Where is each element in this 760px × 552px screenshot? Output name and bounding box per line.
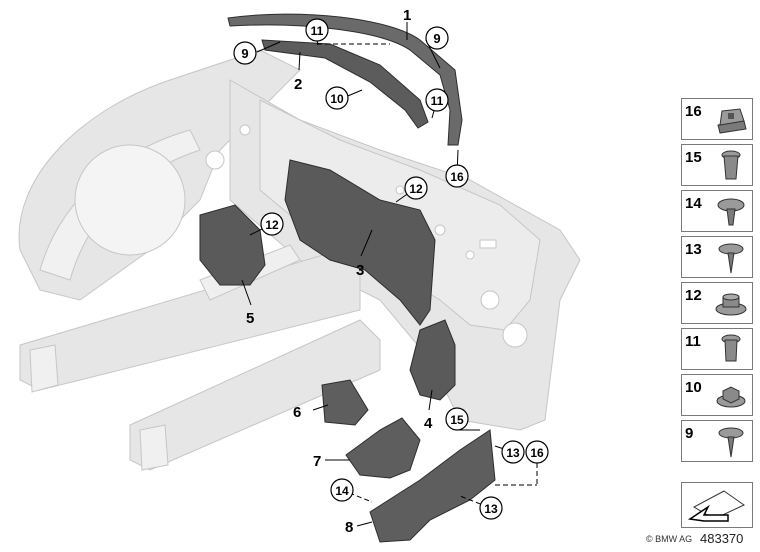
legend-number: 16 [685,103,702,120]
legend-item-12: 12 [681,282,753,324]
part-2-seal [261,39,429,129]
part-4-insulation [409,319,456,401]
callout-11-right: 11 [425,88,449,112]
part-6-bracket [321,379,369,426]
callout-11-top: 11 [305,18,329,42]
callout-10-label: 10 [330,92,344,106]
legend-item-15: 15 [681,144,753,186]
legend-item-9: 9 [681,420,753,462]
legend-item-11: 11 [681,328,753,370]
callout-16-bottom-label: 16 [530,446,544,460]
callouts: 1 2 3 4 5 6 7 8 9 9 10 11 11 12 [233,7,549,536]
callout-15-label: 15 [450,413,464,427]
callout-11-right-label: 11 [431,94,444,108]
screw-icon [718,427,744,458]
part-3-insulation [284,159,436,326]
callout-2: 2 [294,76,302,93]
legend-number: 15 [685,149,702,166]
callout-9-right: 9 [425,26,449,50]
callout-10: 10 [325,86,349,110]
callout-7: 7 [313,453,321,470]
legend-number: 14 [685,195,702,212]
legend-item-14: 14 [681,190,753,232]
callout-12-left: 12 [260,212,284,236]
callout-1: 1 [403,7,411,24]
part-5-insulation [199,204,266,286]
footer-image-id: 483370 [700,531,744,546]
leader-lines [241,22,538,527]
legend-item-13: 13 [681,236,753,278]
callout-9-right-label: 9 [433,31,440,46]
callout-4: 4 [424,415,433,432]
callout-9-left-label: 9 [241,46,248,61]
callout-12-left-label: 12 [265,218,279,232]
clip-nut-icon [717,108,747,134]
screw-icon [718,243,744,274]
callout-12-right: 12 [404,176,428,200]
direction-arrow-box [681,482,753,528]
callout-13-top: 13 [501,440,525,464]
callout-9-left: 9 [233,41,257,65]
push-rivet-icon [717,198,745,226]
legend-number: 9 [685,425,694,442]
callout-14: 14 [330,478,354,502]
legend-number: 13 [685,241,702,258]
hex-nut-icon [716,386,746,408]
callout-16-top: 16 [445,164,469,188]
callout-16-bottom: 16 [525,440,549,464]
part-8-bracket [369,429,496,543]
callout-16-top-label: 16 [450,170,464,184]
footer-brand: © BMW AG [646,534,693,544]
legend-number: 12 [685,287,702,304]
flange-nut-icon [715,293,747,316]
callout-6: 6 [293,404,301,421]
legend-number: 10 [685,379,702,396]
expanding-nut-icon [721,150,741,180]
callout-13-top-label: 13 [506,446,520,460]
legend-number: 11 [685,333,701,350]
part-7-bracket [345,417,421,479]
expanding-nut-icon [721,334,741,362]
callout-5: 5 [246,310,254,327]
callout-13-bottom: 13 [479,496,503,520]
callout-8: 8 [345,519,353,536]
callout-15: 15 [445,407,469,431]
legend-item-16: 16 [681,98,753,140]
callout-14-label: 14 [335,484,349,498]
direction-arrow-icon [687,490,745,522]
part-1-seal [227,13,463,146]
callout-3: 3 [356,262,364,279]
callout-13-bottom-label: 13 [484,502,498,516]
legend-item-10: 10 [681,374,753,416]
callout-12-right-label: 12 [409,182,423,196]
callout-11-top-label: 11 [311,24,324,38]
